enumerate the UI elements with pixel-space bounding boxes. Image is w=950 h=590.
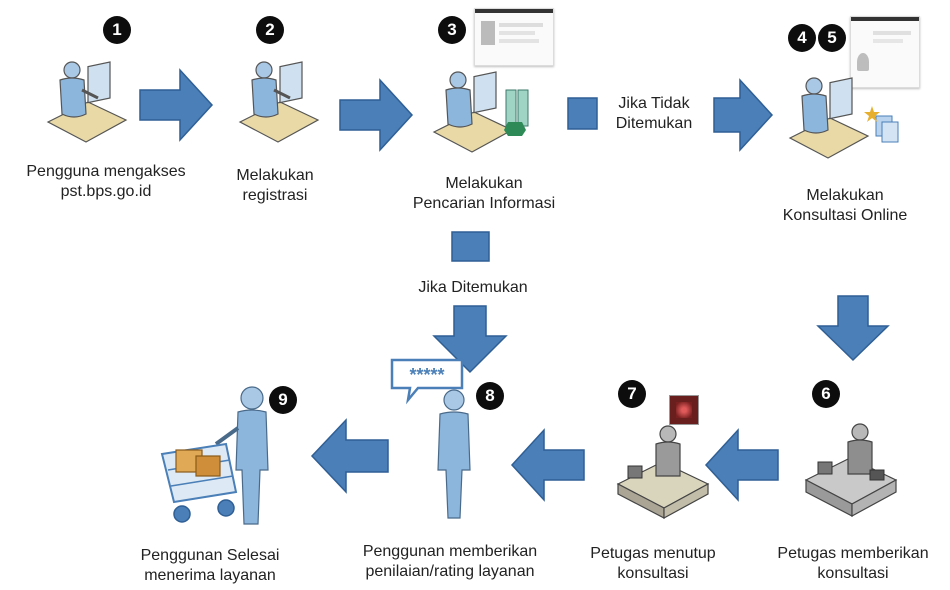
user-with-cart-icon	[160, 386, 269, 525]
user-registering-icon	[238, 61, 320, 143]
arrow-3-to-8-tail	[451, 231, 490, 262]
branch-not-found-line1: Jika Tidak	[618, 95, 690, 112]
step-4-5-label: Melakukan Konsultasi Online	[752, 186, 938, 226]
step-8-badge: 8	[476, 382, 504, 410]
step-5-badge: 5	[818, 24, 846, 52]
step-6-label: Petugas memberikan konsultasi	[758, 544, 948, 584]
arrow-3-to-8-head	[432, 305, 508, 374]
step-2-label-line1: Melakukan	[236, 167, 314, 184]
step-1-badge: 1	[103, 16, 131, 44]
search-page-thumbnail	[474, 8, 554, 66]
arrow-2-to-3	[339, 78, 414, 152]
step-8-label-line2: penilaian/rating layanan	[365, 563, 535, 580]
branch-found-label: Jika Ditemukan	[388, 278, 558, 298]
step-4-5-label-line1: Melakukan	[806, 187, 884, 204]
user-searching-icon	[432, 71, 529, 153]
step-8-label-line1: Penggunan memberikan	[362, 543, 538, 560]
arrow-8-to-9	[310, 418, 389, 494]
step-6-label-line2: konsultasi	[817, 565, 889, 582]
step-1-label-line1: Pengguna mengakses	[26, 163, 186, 180]
user-at-desk-icon	[46, 61, 128, 143]
step-2-label: Melakukan registrasi	[210, 166, 340, 206]
arrow-4-to-6	[816, 295, 890, 362]
step-6-label-line1: Petugas memberikan	[777, 545, 929, 562]
arrow-3-to-4-tail	[567, 97, 598, 130]
consultation-page-thumbnail	[850, 16, 920, 88]
step-4-5-label-line2: Konsultasi Online	[782, 207, 908, 224]
step-9-label: Penggunan Selesai menerima layanan	[110, 546, 310, 586]
step-2-badge: 2	[256, 16, 284, 44]
rating-stars: *****	[409, 365, 444, 385]
step-4-badge: 4	[788, 24, 816, 52]
arrow-3-to-4-head	[713, 78, 774, 152]
officer-closing-icon	[616, 425, 710, 520]
step-3-label-line1: Melakukan	[445, 175, 523, 192]
step-7-label-line2: konsultasi	[617, 565, 689, 582]
step-3-label-line2: Pencarian Informasi	[412, 195, 556, 212]
step-6-badge: 6	[812, 380, 840, 408]
rating-bubble-icon: *****	[390, 358, 464, 405]
user-rating-icon	[437, 389, 471, 519]
branch-found-text: Jika Ditemukan	[418, 279, 528, 296]
branch-not-found-label: Jika Tidak Ditemukan	[598, 94, 710, 134]
officer-at-desk-icon	[804, 423, 898, 518]
step-7-badge: 7	[618, 380, 646, 408]
step-3-badge: 3	[438, 16, 466, 44]
step-2-label-line2: registrasi	[242, 187, 308, 204]
step-9-badge: 9	[269, 386, 297, 414]
arrow-6-to-7	[704, 428, 779, 502]
step-1-label: Pengguna mengakses pst.bps.go.id	[6, 162, 206, 202]
step-9-label-line1: Penggunan Selesai	[140, 547, 280, 564]
arrow-7-to-8	[510, 428, 585, 502]
close-consultation-thumbnail	[669, 395, 699, 425]
step-7-label-line1: Petugas menutup	[590, 545, 716, 562]
step-8-label: Penggunan memberikan penilaian/rating la…	[340, 542, 560, 582]
step-1-label-line2: pst.bps.go.id	[60, 183, 152, 200]
step-7-label: Petugas menutup konsultasi	[568, 544, 738, 584]
step-9-label-line2: menerima layanan	[144, 567, 276, 584]
user-consulting-icon	[788, 77, 899, 159]
arrow-1-to-2	[139, 68, 214, 142]
branch-not-found-line2: Ditemukan	[615, 115, 693, 132]
step-3-label: Melakukan Pencarian Informasi	[384, 174, 584, 214]
